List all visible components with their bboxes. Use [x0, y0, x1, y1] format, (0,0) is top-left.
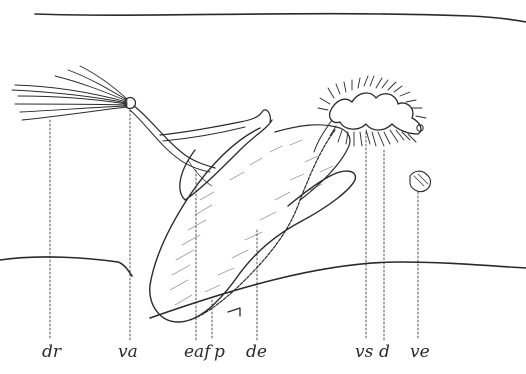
- label-d: d: [379, 344, 390, 361]
- label-eaf: eaf: [184, 344, 211, 361]
- label-dr: dr: [42, 344, 61, 361]
- label-p: p: [214, 344, 225, 361]
- dorsal-body-outline: [35, 14, 526, 22]
- ve-capsule-detail: [414, 174, 428, 186]
- label-va: va: [118, 344, 138, 361]
- dr-filaments: [12, 66, 127, 120]
- ventral-body-notch: [228, 308, 240, 316]
- ve-capsule: [410, 171, 431, 191]
- vs-body: [330, 93, 421, 134]
- label-ve: ve: [410, 344, 430, 361]
- vs-bristles: [318, 76, 426, 146]
- ventral-body-outline-left: [0, 257, 132, 276]
- label-de: de: [246, 344, 267, 361]
- p-sac-outline: [150, 128, 356, 322]
- p-sac-hatching: [170, 140, 333, 305]
- va-duct: [134, 106, 215, 168]
- label-vs: vs: [355, 344, 373, 361]
